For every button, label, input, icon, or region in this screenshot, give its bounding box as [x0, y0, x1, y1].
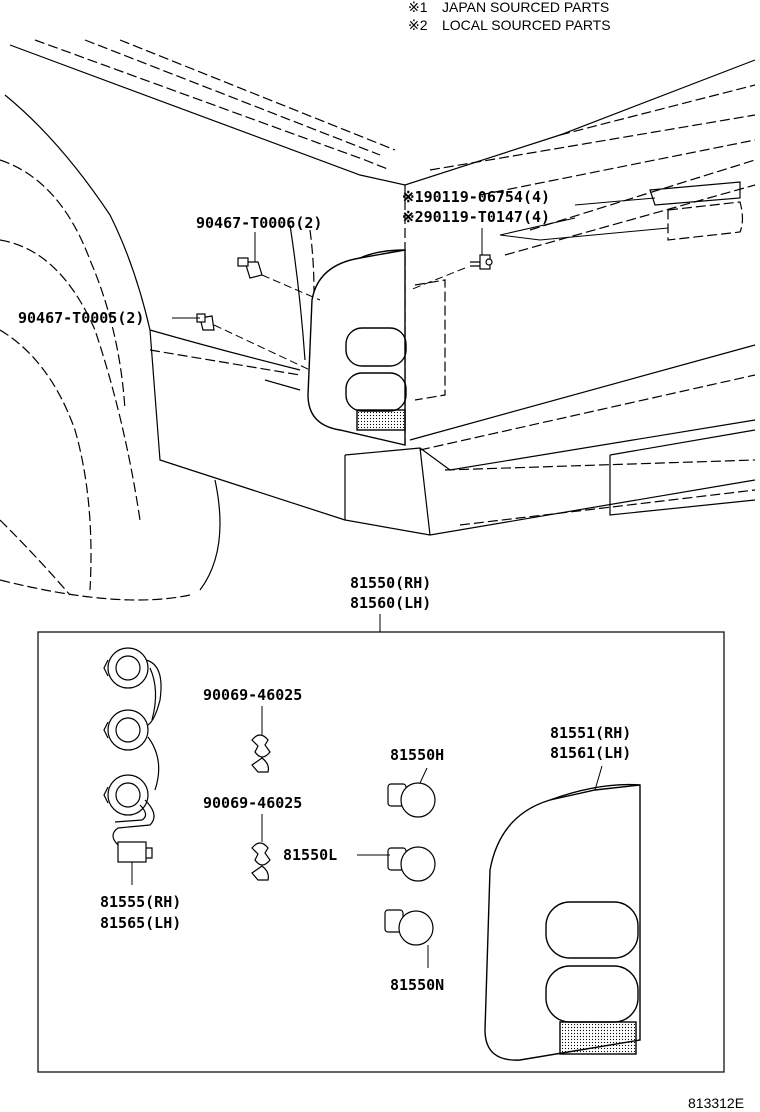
- part-label-90467-T0006[interactable]: 90467-T0006(2): [196, 214, 322, 232]
- part-label-81550-rh[interactable]: 81550(RH): [350, 574, 431, 592]
- part-label-90119-06754[interactable]: ※190119-06754(4): [402, 188, 550, 206]
- part-label-81561-lh[interactable]: 81561(LH): [550, 744, 631, 762]
- part-label-81550L[interactable]: 81550L: [283, 846, 337, 864]
- clip-icon: [237, 257, 263, 279]
- part-label-90119-T0147[interactable]: ※290119-T0147(4): [402, 208, 550, 226]
- legend-note2-text: LOCAL SOURCED PARTS: [442, 17, 611, 33]
- clip-icon: [196, 313, 215, 331]
- part-label-81550N[interactable]: 81550N: [390, 976, 444, 994]
- part-label-81560-lh[interactable]: 81560(LH): [350, 594, 431, 612]
- leader-81551: [594, 765, 603, 791]
- part-label-90069-46025-a[interactable]: 90069-46025: [203, 686, 302, 704]
- part-label-90069-46025-b[interactable]: 90069-46025: [203, 794, 302, 812]
- part-label-81565-lh[interactable]: 81565(LH): [100, 914, 181, 932]
- part-label-90467-T0005[interactable]: 90467-T0005(2): [18, 309, 144, 327]
- bulb-icon: [384, 909, 434, 946]
- leader-bulbs: [357, 767, 429, 968]
- grommet-icon: [251, 734, 271, 773]
- legend-note1-mark: ※1: [408, 0, 428, 15]
- installed-rear-combination-lamp: [307, 249, 407, 446]
- legend-note2-mark: ※2: [408, 17, 428, 33]
- grommet-icon: [251, 842, 271, 881]
- leader-lines-upper: [172, 197, 669, 371]
- legend-note1-text: JAPAN SOURCED PARTS: [442, 0, 609, 15]
- bulb-icon: [387, 782, 436, 818]
- part-label-81555-rh[interactable]: 81555(RH): [100, 893, 181, 911]
- part-label-81550H[interactable]: 81550H: [390, 746, 444, 764]
- figure-id: 813312E: [688, 1095, 744, 1111]
- bulb-icon: [387, 846, 436, 882]
- socket-wire-assembly: [103, 647, 162, 863]
- lens-housing: [484, 783, 641, 1061]
- screw-icon: [470, 254, 493, 270]
- part-label-81551-rh[interactable]: 81551(RH): [550, 724, 631, 742]
- kit-frame: [37, 631, 725, 1073]
